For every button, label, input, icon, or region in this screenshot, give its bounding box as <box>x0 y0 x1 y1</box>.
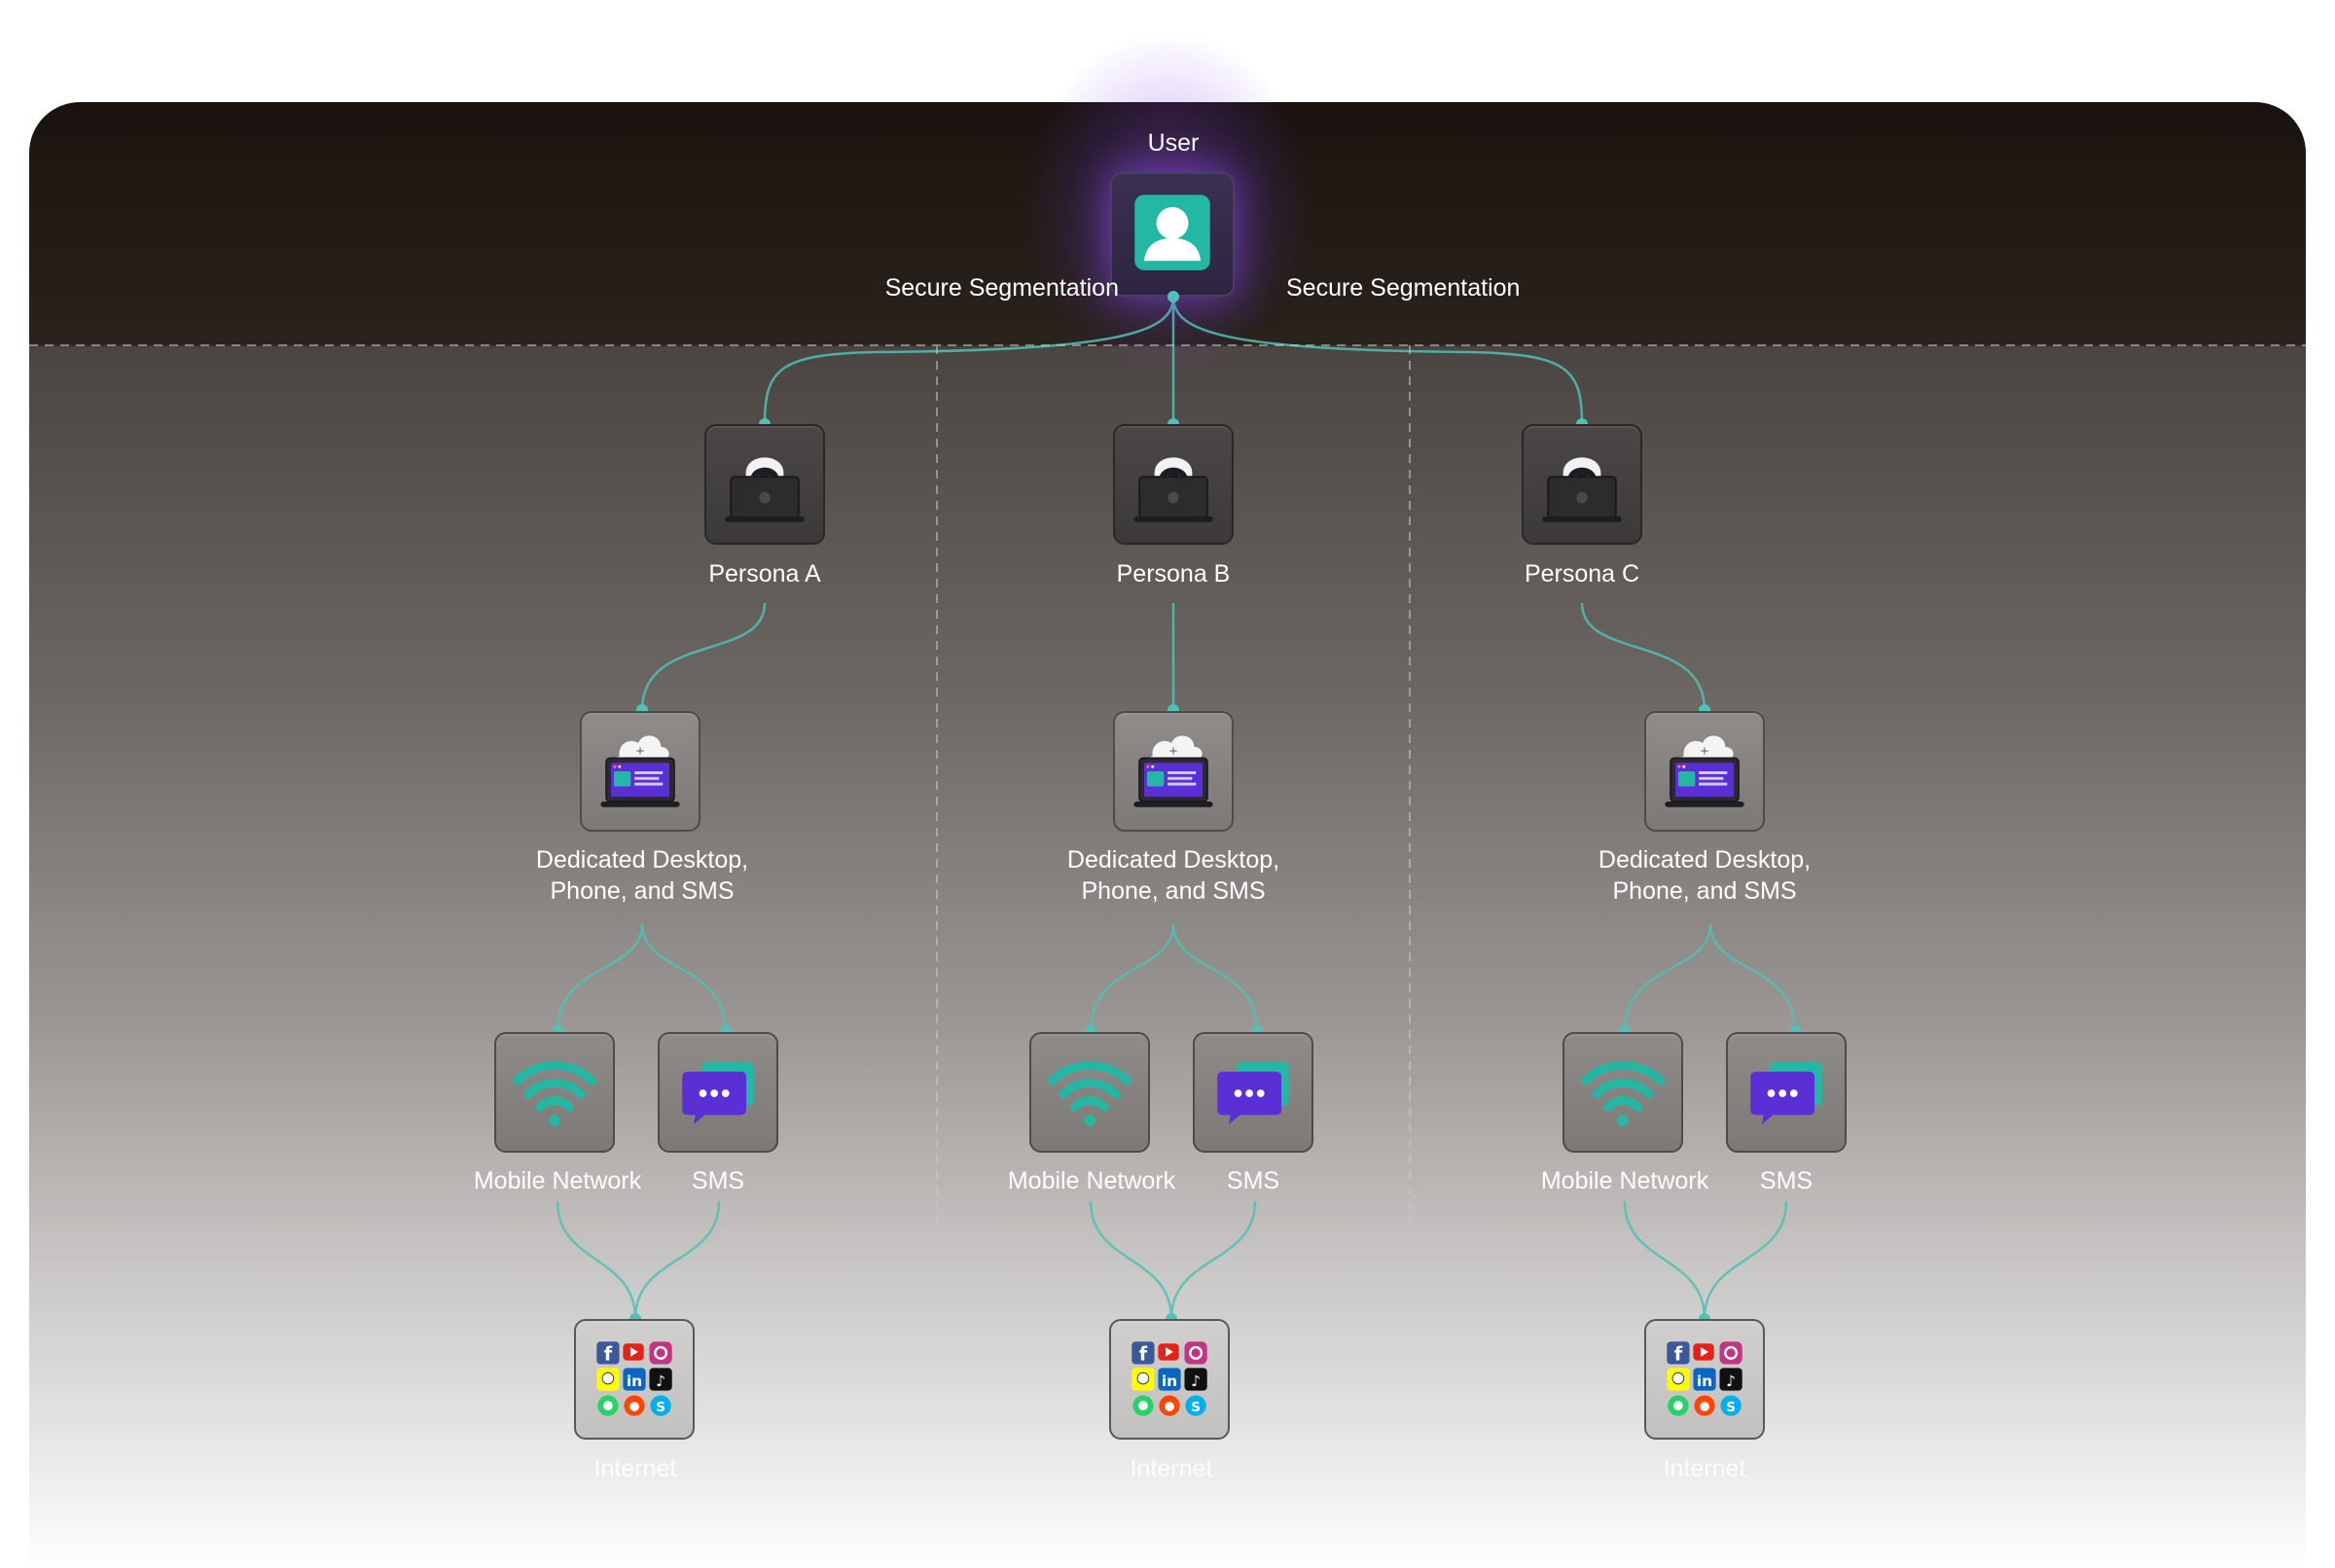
network-b-label: Mobile Network <box>1007 1167 1176 1194</box>
user-port-dot <box>1168 291 1179 303</box>
connector-persona-c-desktop <box>1580 602 1706 711</box>
internet-c-node[interactable]: f in ♪ S <box>1644 1319 1765 1440</box>
chat-bubble-icon <box>1217 1062 1289 1124</box>
desktop-c-label-line2: Phone, and SMS <box>1612 877 1797 905</box>
svg-text:+: + <box>1168 744 1178 758</box>
internet-b-node[interactable]: f in ♪ S <box>1109 1319 1230 1440</box>
network-c-node[interactable] <box>1563 1032 1683 1153</box>
wifi-icon <box>512 1061 597 1126</box>
sms-b-label: SMS <box>1226 1167 1280 1194</box>
connector-b-sms-internet <box>1169 1200 1257 1320</box>
connector-c-network <box>1623 923 1712 1032</box>
connector-a-network <box>556 923 644 1032</box>
user-label: User <box>1147 129 1200 157</box>
svg-text:in: in <box>1697 1372 1712 1390</box>
desktop-a-label-line2: Phone, and SMS <box>550 877 735 905</box>
desktop-c-label-line1: Dedicated Desktop, <box>1598 846 1812 873</box>
desktop-a-node[interactable]: + <box>580 711 700 832</box>
cloud-desktop-icon: + <box>600 735 680 807</box>
network-a-node[interactable] <box>494 1032 615 1153</box>
connector-a-sms <box>640 923 728 1032</box>
svg-text:in: in <box>1162 1372 1177 1390</box>
svg-text:+: + <box>635 744 645 758</box>
desktop-a-label-line1: Dedicated Desktop, <box>535 846 749 873</box>
desktop-b-label-line2: Phone, and SMS <box>1081 877 1266 905</box>
network-a-label: Mobile Network <box>473 1167 642 1194</box>
social-apps-grid-icon: f in ♪ S <box>1132 1341 1207 1416</box>
user-icon <box>1134 195 1210 270</box>
wifi-icon <box>1580 1061 1666 1126</box>
svg-text:S: S <box>1191 1400 1201 1415</box>
persona-b-node[interactable] <box>1113 424 1234 545</box>
persona-b-label: Persona B <box>1116 560 1231 588</box>
internet-b-label: Internet <box>1130 1455 1213 1482</box>
svg-text:♪: ♪ <box>1191 1372 1201 1390</box>
cloud-desktop-icon: + <box>1133 735 1213 807</box>
user-node[interactable] <box>1110 172 1235 297</box>
cloud-desktop-icon: + <box>1665 735 1744 807</box>
connector-c-network-internet <box>1623 1200 1706 1320</box>
wifi-icon <box>1047 1061 1132 1126</box>
desktop-c-node[interactable]: + <box>1644 711 1765 832</box>
connector-a-sms-internet <box>633 1200 721 1320</box>
persona-c-node[interactable] <box>1522 424 1642 545</box>
svg-text:f: f <box>1674 1343 1683 1366</box>
network-b-node[interactable] <box>1029 1032 1150 1153</box>
hooded-hacker-laptop-icon <box>1133 457 1213 522</box>
svg-text:S: S <box>1726 1400 1736 1415</box>
internet-a-node[interactable]: f in ♪ S <box>574 1319 695 1440</box>
persona-c-label: Persona C <box>1524 560 1640 588</box>
connector-b-sms <box>1171 923 1259 1032</box>
svg-text:♪: ♪ <box>1726 1372 1736 1390</box>
svg-text:f: f <box>604 1343 613 1366</box>
svg-text:f: f <box>1139 1343 1148 1366</box>
connector-user-persona-c <box>1171 296 1584 425</box>
connector-b-network <box>1089 923 1175 1032</box>
sms-c-label: SMS <box>1759 1167 1814 1194</box>
svg-text:♪: ♪ <box>656 1372 665 1390</box>
segmentation-label-left: Secure Segmentation <box>884 274 1119 302</box>
connector-c-sms-internet <box>1703 1200 1788 1320</box>
svg-text:S: S <box>656 1400 665 1415</box>
social-apps-grid-icon: f in ♪ S <box>1667 1341 1742 1416</box>
chat-bubble-icon <box>682 1062 754 1124</box>
sms-c-node[interactable] <box>1726 1032 1847 1153</box>
connector-c-sms <box>1708 923 1797 1032</box>
persona-a-label: Persona A <box>708 560 821 588</box>
connector-persona-a-desktop <box>640 602 767 711</box>
internet-c-label: Internet <box>1663 1455 1746 1482</box>
svg-text:in: in <box>627 1372 642 1390</box>
desktop-b-node[interactable]: + <box>1113 711 1234 832</box>
sms-a-label: SMS <box>691 1167 745 1194</box>
chat-bubble-icon <box>1750 1062 1822 1124</box>
network-c-label: Mobile Network <box>1540 1167 1709 1194</box>
connector-a-network-internet <box>556 1200 637 1320</box>
persona-a-node[interactable] <box>704 424 825 545</box>
segmentation-label-right: Secure Segmentation <box>1286 274 1521 302</box>
social-apps-grid-icon: f in ♪ S <box>596 1341 672 1416</box>
internet-a-label: Internet <box>593 1455 677 1482</box>
hooded-hacker-laptop-icon <box>1542 457 1622 522</box>
desktop-b-label-line1: Dedicated Desktop, <box>1066 846 1280 873</box>
sms-a-node[interactable] <box>658 1032 778 1153</box>
hooded-hacker-laptop-icon <box>725 457 805 522</box>
sms-b-node[interactable] <box>1193 1032 1313 1153</box>
connector-user-persona-a <box>763 296 1175 425</box>
connector-b-network-internet <box>1089 1200 1173 1320</box>
svg-text:+: + <box>1700 744 1709 758</box>
